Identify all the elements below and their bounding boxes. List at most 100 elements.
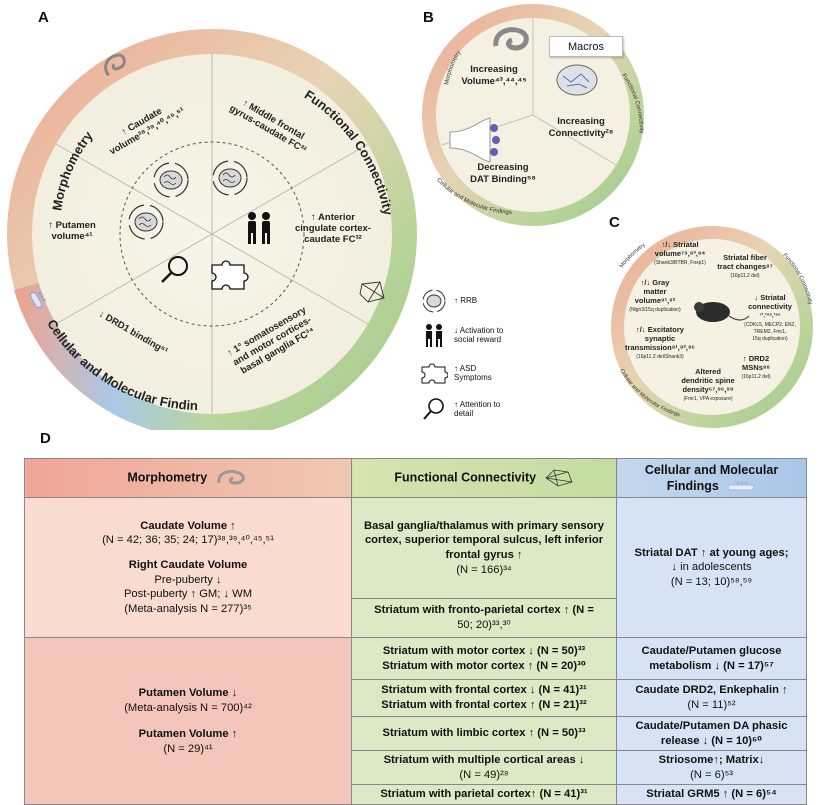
cell-row-2-line1: Caudate/Putamen glucose bbox=[641, 644, 782, 657]
synapse-ring-icon bbox=[30, 291, 46, 308]
cell-row-4-line2: release ↓ (N = 10)⁶⁰ bbox=[660, 734, 763, 747]
brain-ring-icon bbox=[104, 53, 126, 77]
cell-row-3-line2: (N = 11)⁵² bbox=[687, 699, 736, 711]
func-row-4: Striatum with frontal cortex ↓ (N = 41)³… bbox=[351, 679, 617, 717]
cell-row-4-line1: Caudate/Putamen DA phasic bbox=[635, 720, 788, 732]
putamen-down-meta: (Meta-analysis N = 700)⁴² bbox=[124, 701, 252, 714]
func-row-1-n: (N = 166)³⁴ bbox=[456, 563, 512, 576]
func-row-5-line1: Striatum with limbic cortex ↑ (N = 50)³³ bbox=[382, 727, 586, 740]
func-row-6-line1: Striatum with multiple cortical areas ↓ bbox=[383, 754, 585, 767]
c-conn-1: ↓ Striatal bbox=[754, 293, 785, 302]
c-exc-2: synaptic bbox=[645, 334, 675, 343]
func-row-7: Striatum with parietal cortex↑ (N = 41)³… bbox=[351, 784, 617, 805]
decreasing-dat-line1: Decreasing bbox=[477, 162, 528, 173]
func-row-6: Striatum with multiple cortical areas ↓ … bbox=[351, 750, 617, 786]
caudate-volume-title: Caudate Volume ↑ bbox=[140, 519, 236, 532]
decreasing-dat-line2: DAT Binding⁵⁸ bbox=[470, 174, 536, 185]
header-morphometry: Morphometry bbox=[24, 458, 352, 498]
right-caudate-title: Right Caudate Volume bbox=[128, 558, 248, 571]
c-gray-1: ↑/↓ Gray bbox=[641, 278, 671, 287]
increasing-connectivity-line2: Connectivity²⁸ bbox=[549, 128, 614, 139]
cell-row-5: Striosome↑; Matrix↓ (N = 6)⁵³ bbox=[616, 750, 807, 786]
c-conn-6: 15q duplication) bbox=[752, 336, 788, 342]
c-dend-3: density⁶⁷,⁹⁶,⁹⁹ bbox=[682, 385, 734, 394]
panel-letter-a: A bbox=[38, 9, 49, 26]
func-row-6-line2: (N = 49)²⁸ bbox=[459, 768, 509, 781]
legend-asd-label: ↑ ASD Symptoms bbox=[454, 363, 492, 382]
sector-cingulate-line1: ↑ Anterior bbox=[311, 212, 355, 223]
cell-row-5-line2: (N = 6)⁵³ bbox=[690, 768, 733, 781]
cell-row-1: Striatal DAT ↑ at young ages; ↓ in adole… bbox=[616, 497, 807, 638]
func-row-2-line2: 50; 20)³³,³⁰ bbox=[457, 619, 511, 631]
func-row-3-line2: Striatum with motor cortex ↑ (N = 20)³⁰ bbox=[382, 659, 586, 672]
synapse-header-icon bbox=[727, 481, 755, 491]
c-conn-4: (CDKL5, MECP2, EN2, bbox=[744, 322, 796, 328]
panel-letter-d: D bbox=[40, 430, 51, 447]
sector-putamen-line1: ↑ Putamen bbox=[48, 220, 96, 231]
network-ring-icon bbox=[359, 281, 385, 303]
c-conn-3: ⁷¹,¹⁸⁸,¹⁸⁹ bbox=[759, 312, 781, 319]
func-row-4-line1: Striatum with frontal cortex ↓ (N = 41)³… bbox=[381, 684, 587, 697]
panel-a-diagram: Morphometry Functional Connectivity Cell… bbox=[0, 0, 813, 430]
c-drd2-3: (16p11.2 del) bbox=[741, 374, 770, 380]
cell-row-4: Caudate/Putamen DA phasic release ↓ (N =… bbox=[616, 715, 807, 752]
right-caudate-pre: Pre-puberty ↓ bbox=[154, 573, 222, 586]
right-caudate-post: Post-puberty ↑ GM; ↓ WM bbox=[123, 588, 253, 601]
puzzle-icon bbox=[421, 363, 448, 384]
sector-cingulate-line2: cingulate cortex- bbox=[295, 223, 371, 234]
putamen-up-title: Putamen Volume ↑ bbox=[138, 728, 238, 741]
network-header-icon bbox=[544, 469, 573, 487]
right-caudate-meta: (Meta-analysis N = 277)³⁵ bbox=[124, 602, 252, 615]
findings-table: Morphometry Functional Connectivity Cell… bbox=[24, 458, 807, 805]
cell-row-3-line1: Caudate DRD2, Enkephalin ↑ bbox=[635, 684, 788, 697]
macros-button[interactable]: Macros bbox=[549, 36, 623, 57]
cell-row-2-line2: metabolism ↓ (N = 17)⁵⁷ bbox=[649, 659, 774, 672]
caudate-volume-n: (N = 42; 36; 35; 24; 17)³⁸,³⁹,⁴⁰,⁴⁵,⁵¹ bbox=[102, 534, 274, 547]
legend-social: ↓ Activation to social reward bbox=[420, 322, 524, 348]
func-row-4-line2: Striatum with frontal cortex ↑ (N = 21)³… bbox=[381, 699, 587, 711]
brain-volume-icon bbox=[493, 27, 529, 51]
legend-attention: ↑ Attention to detail bbox=[420, 396, 514, 422]
func-row-2: Striatum with fronto-parietal cortex ↑ (… bbox=[351, 598, 617, 638]
func-row-3-line1: Striatum with motor cortex ↓ (N = 50)³³ bbox=[382, 644, 586, 657]
brain-connectivity-icon bbox=[556, 64, 598, 96]
increasing-volume-line2: Volume⁴³,⁴⁴,⁴⁵ bbox=[461, 76, 526, 87]
c-exc-3: transmission⁸¹,⁸²,⁸⁶ bbox=[625, 343, 695, 352]
cell-row-1-line3: (N = 13; 10)⁵⁸,⁵⁹ bbox=[670, 575, 753, 588]
putamen-up-n: (N = 29)⁴¹ bbox=[163, 742, 213, 755]
func-row-2-line1: Striatum with fronto-parietal cortex ↑ (… bbox=[374, 604, 594, 617]
mouse-icon bbox=[694, 302, 750, 322]
cell-row-5-line1: Striosome↑; Matrix↓ bbox=[658, 754, 765, 767]
legend-rrb: ↑ RRB bbox=[420, 288, 477, 314]
cell-row-1-line2: ↓ in adolescents bbox=[671, 561, 752, 574]
increasing-connectivity-line1: Increasing bbox=[557, 116, 605, 127]
synapse-icon bbox=[449, 117, 500, 163]
c-drd2-2: MSNs⁸⁸ bbox=[742, 363, 770, 372]
c-dend-4: (Fmr1, VPA exposure) bbox=[683, 396, 732, 402]
people-icon bbox=[426, 324, 442, 347]
legend-rrb-label: ↑ RRB bbox=[454, 296, 478, 306]
puzzle-icon bbox=[211, 260, 249, 290]
increasing-volume-line1: Increasing bbox=[470, 64, 518, 75]
sector-cingulate-line3: caudate FC³² bbox=[304, 234, 362, 245]
panel-letter-b: B bbox=[423, 9, 434, 26]
morph-caudate-cell: Caudate Volume ↑ (N = 42; 36; 35; 24; 17… bbox=[24, 497, 352, 638]
func-row-7-line1: Striatum with parietal cortex↑ (N = 41)³… bbox=[380, 788, 588, 801]
legend-attention-label: ↑ Attention to detail bbox=[454, 399, 501, 418]
c-gray-4: (Nlgn3/15q duplication) bbox=[629, 307, 681, 313]
brain-header-icon bbox=[217, 469, 245, 485]
header-functional: Functional Connectivity bbox=[351, 458, 617, 498]
c-fiber-1: Striatal fiber bbox=[723, 253, 767, 262]
c-fiber-3: (16p11.2 del) bbox=[730, 273, 759, 279]
c-conn-2: connectivity bbox=[748, 302, 793, 311]
c-gray-2: matter bbox=[644, 287, 667, 296]
morph-putamen-cell: Putamen Volume ↓ (Meta-analysis N = 700)… bbox=[24, 636, 352, 805]
magnifier-icon bbox=[423, 398, 444, 420]
c-exc-4: (16p11.2 del/Shank3) bbox=[636, 354, 684, 360]
c-striatal-volume-1: ↑/↓ Striatal bbox=[661, 240, 698, 249]
c-exc-1: ↑/↓ Excitatory bbox=[636, 325, 685, 334]
magnifier-icon bbox=[161, 256, 188, 283]
header-cellular: Cellular and Molecular Findings bbox=[616, 458, 807, 498]
func-row-3: Striatum with motor cortex ↓ (N = 50)³³ … bbox=[351, 637, 617, 680]
cell-row-2: Caudate/Putamen glucose metabolism ↓ (N … bbox=[616, 637, 807, 680]
